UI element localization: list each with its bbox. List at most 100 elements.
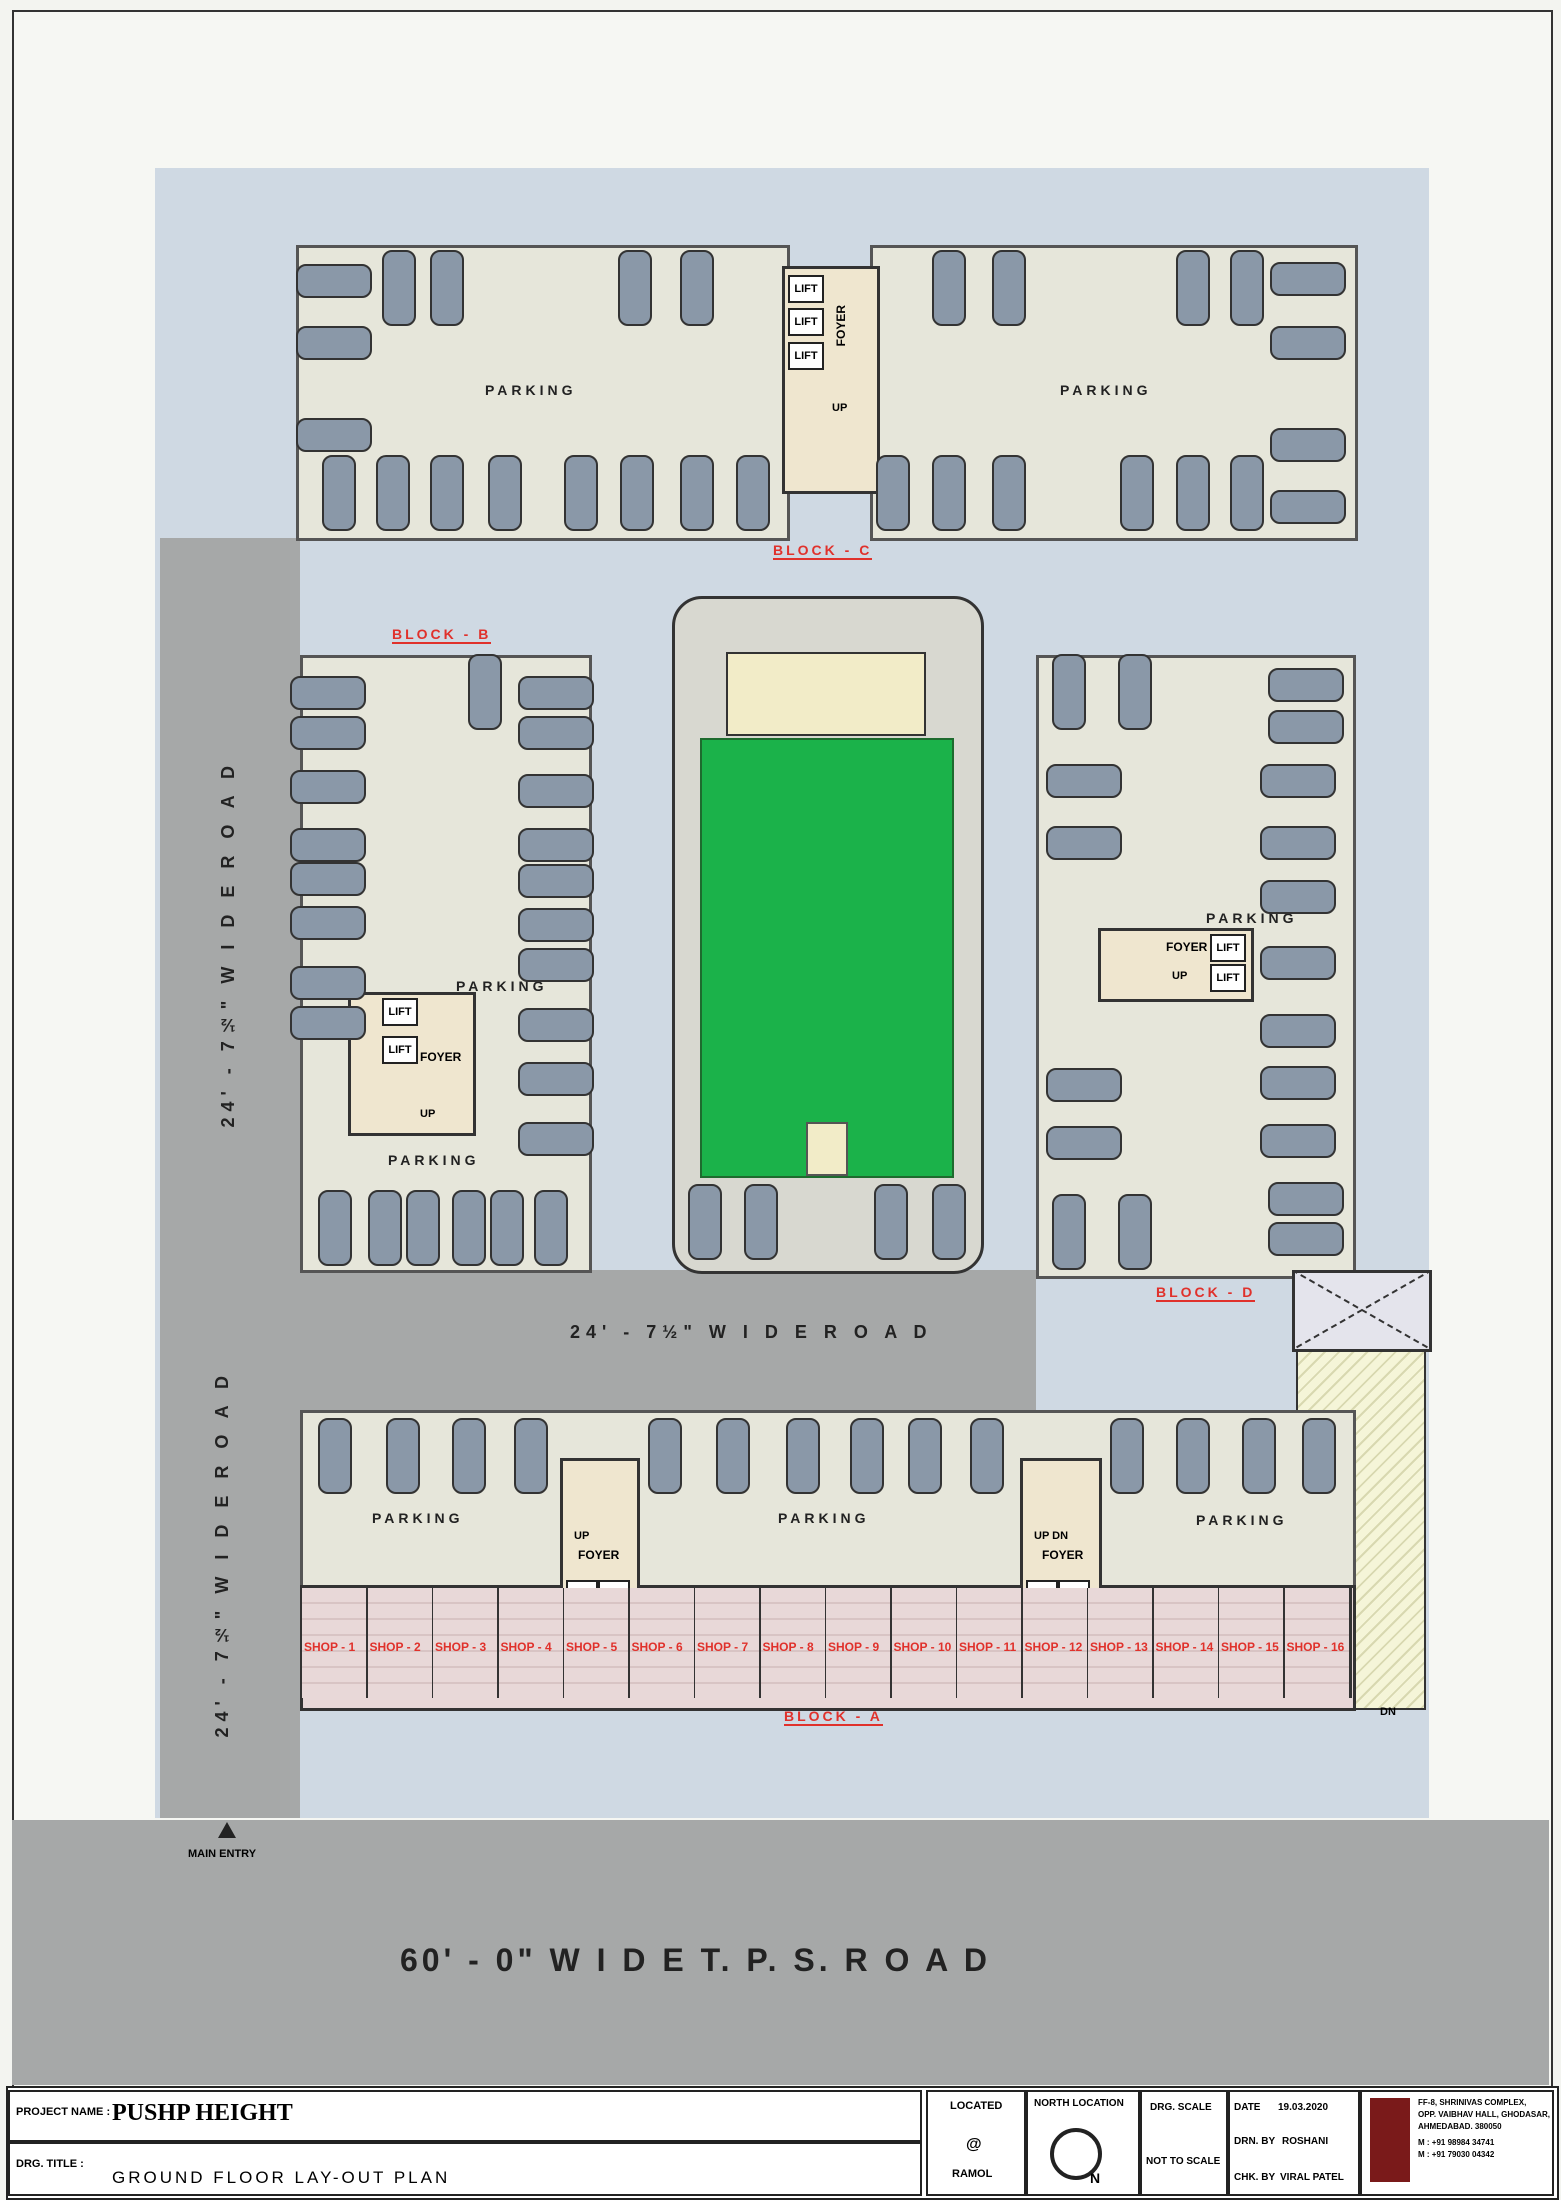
shop-unit: SHOP - 11: [957, 1588, 1024, 1698]
car: [518, 828, 594, 862]
car: [1260, 1014, 1336, 1048]
shop-unit: SHOP - 13: [1088, 1588, 1155, 1698]
car: [518, 1062, 594, 1096]
shop-unit: SHOP - 2: [367, 1588, 435, 1698]
office-line-1: FF-8, SHRINIVAS COMPLEX,: [1418, 2098, 1527, 2107]
car: [290, 966, 366, 1000]
car: [1260, 1066, 1336, 1100]
car: [1046, 764, 1122, 798]
car: [1118, 1194, 1152, 1270]
checked-label: CHK. BY: [1234, 2172, 1276, 2183]
block-d-label: BLOCK - D: [1156, 1284, 1256, 1302]
car: [992, 250, 1026, 326]
car: [850, 1418, 884, 1494]
date-cell: [1228, 2090, 1360, 2196]
car: [874, 1184, 908, 1260]
block-c-lift-1: LIFT: [788, 275, 824, 303]
car: [1176, 1418, 1210, 1494]
main-road-label: 60' - 0" W I D E T. P. S. R O A D: [400, 1942, 992, 1978]
car: [1268, 1222, 1344, 1256]
office-line-2: OPP. VAIBHAV HALL, GHODASAR,: [1418, 2110, 1551, 2119]
date-label: DATE: [1234, 2102, 1261, 2113]
car: [1176, 455, 1210, 531]
middle-road: [300, 1270, 1036, 1410]
shop-label: SHOP - 10: [893, 1640, 952, 1654]
garden-gate: [806, 1122, 848, 1176]
block-d-foyer: FOYER: [1166, 940, 1208, 954]
car: [744, 1184, 778, 1260]
car: [518, 864, 594, 898]
car: [382, 250, 416, 326]
shop-label: SHOP - 14: [1155, 1640, 1214, 1654]
shop-unit: SHOP - 10: [891, 1588, 959, 1698]
car: [1120, 455, 1154, 531]
car: [1268, 710, 1344, 744]
block-d-lift-2: LIFT: [1210, 964, 1246, 992]
car: [1110, 1418, 1144, 1494]
drawn-value: ROSHANI: [1282, 2136, 1329, 2147]
car: [1260, 826, 1336, 860]
block-d-up: UP: [1172, 970, 1188, 982]
car: [680, 455, 714, 531]
car: [1230, 455, 1264, 531]
block-c-parking-left: PARKING: [485, 382, 577, 398]
car: [290, 862, 366, 896]
car: [1052, 1194, 1086, 1270]
block-c-core: [782, 266, 880, 494]
car: [290, 770, 366, 804]
block-a-core-1-up: UP: [574, 1530, 590, 1542]
car: [430, 455, 464, 531]
shop-label: SHOP - 12: [1024, 1640, 1083, 1654]
office-phone-2: M : +91 79030 04342: [1418, 2150, 1495, 2159]
ramp-dn: DN: [1380, 1706, 1396, 1718]
shop-label: SHOP - 13: [1090, 1640, 1148, 1654]
car: [518, 1122, 594, 1156]
shop-label: SHOP - 2: [369, 1640, 421, 1654]
car: [648, 1418, 682, 1494]
shop-unit: SHOP - 6: [629, 1588, 697, 1698]
car: [290, 1006, 366, 1040]
checked-value: VIRAL PATEL: [1280, 2172, 1344, 2183]
block-a-parking-2: PARKING: [778, 1510, 870, 1526]
car: [680, 250, 714, 326]
office-line-3: AHMEDABAD. 380050: [1418, 2122, 1502, 2131]
shop-unit: SHOP - 8: [760, 1588, 828, 1698]
shop-label: SHOP - 8: [762, 1640, 814, 1654]
car: [736, 455, 770, 531]
car: [1260, 946, 1336, 980]
block-d-parking: PARKING: [1206, 910, 1298, 926]
car: [1052, 654, 1086, 730]
block-a-core-2-updn: UP DN: [1034, 1530, 1069, 1542]
shop-unit: SHOP - 1: [302, 1588, 369, 1698]
car: [1046, 1068, 1122, 1102]
shop-label: SHOP - 16: [1286, 1640, 1345, 1654]
car: [1046, 826, 1122, 860]
project-name-label: PROJECT NAME :: [16, 2106, 111, 2118]
main-entry-label: MAIN ENTRY: [188, 1848, 257, 1860]
date-value: 19.03.2020: [1278, 2102, 1329, 2113]
car: [1268, 668, 1344, 702]
drawing-title-cell: [8, 2142, 922, 2196]
car: [1302, 1418, 1336, 1494]
shop-label: SHOP - 9: [828, 1640, 880, 1654]
middle-road-label: 24' - 7½" W I D E R O A D: [570, 1322, 933, 1342]
block-b: [300, 655, 592, 1273]
block-b-lift-2: LIFT: [382, 1036, 418, 1064]
car: [518, 908, 594, 942]
car: [518, 676, 594, 710]
car: [1260, 764, 1336, 798]
car: [490, 1190, 524, 1266]
located-cell: [926, 2090, 1026, 2196]
car: [908, 1418, 942, 1494]
car: [296, 264, 372, 298]
block-c-lift-3: LIFT: [788, 342, 824, 370]
car: [786, 1418, 820, 1494]
left-road-label-lower: 24' - 7½" W I D E R O A D: [212, 1370, 232, 1738]
shop-unit: SHOP - 14: [1153, 1588, 1221, 1698]
car: [932, 1184, 966, 1260]
firm-logo: [1370, 2098, 1410, 2182]
project-name-cell: [8, 2090, 922, 2142]
car: [1176, 250, 1210, 326]
block-b-foyer: FOYER: [420, 1050, 462, 1064]
block-c-parking-right: PARKING: [1060, 382, 1152, 398]
